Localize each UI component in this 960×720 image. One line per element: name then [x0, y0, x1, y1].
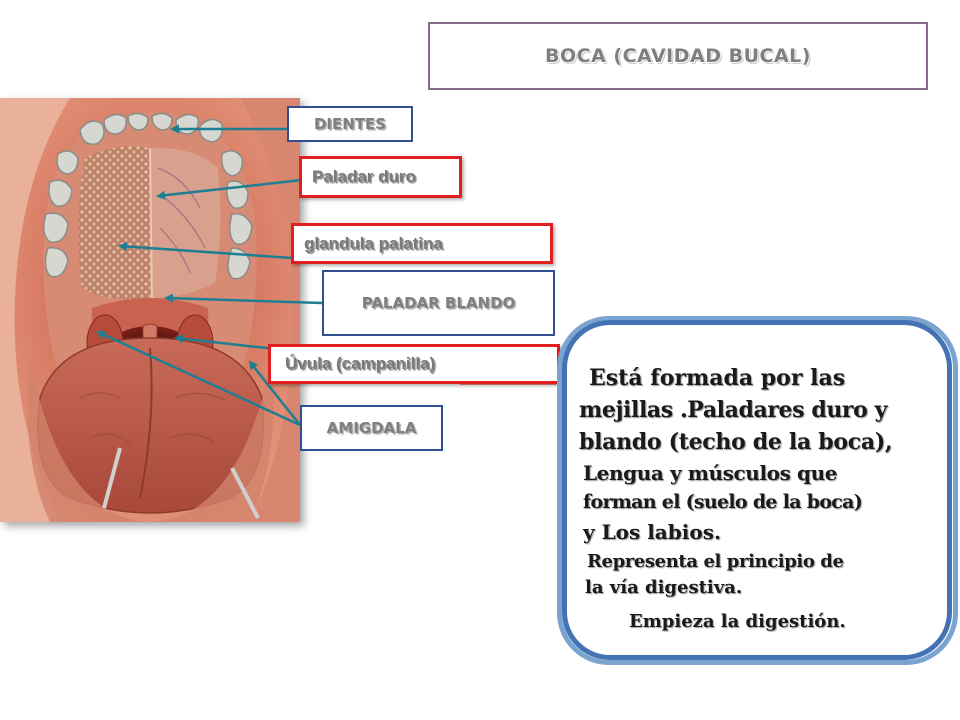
info-line: Empieza la digestión. — [629, 611, 846, 632]
label-amigdala: AMIGDALA — [300, 405, 443, 451]
info-line: forman el (suelo de la boca) — [583, 491, 863, 513]
info-box-shadow — [557, 316, 958, 665]
info-line: y Los labios. — [583, 520, 721, 544]
info-line: Lengua y músculos que — [583, 461, 838, 485]
arrow-uvula — [174, 334, 286, 352]
title-box: BOCA (CAVIDAD BUCAL) — [428, 22, 928, 90]
info-line: Representa el principio de — [587, 551, 844, 572]
arrow-amigdala-left — [96, 330, 301, 427]
arrow-paladar-duro — [156, 178, 303, 200]
info-line: blando (techo de la boca), — [579, 429, 893, 455]
label-uvula-text: Úvula (campanilla) — [285, 354, 436, 373]
info-line: mejillas .Paladares duro y — [579, 397, 888, 423]
label-paladar-duro-text: Paladar duro — [312, 167, 416, 186]
label-glandula-palatina: glandula palatina — [291, 223, 553, 264]
label-dientes: DIENTES — [287, 106, 413, 142]
label-uvula: Úvula (campanilla) — [268, 344, 560, 384]
label-glandula-palatina-text: glandula palatina — [304, 233, 443, 253]
arrow-glandula — [118, 241, 293, 260]
label-paladar-duro: Paladar duro — [299, 156, 462, 198]
mouth-anatomy-illustration — [0, 98, 300, 522]
label-dientes-text: DIENTES — [313, 115, 387, 133]
arrow-paladar-blando — [164, 293, 323, 305]
label-paladar-blando-text: PALADAR BLANDO — [361, 294, 516, 312]
slide-title: BOCA (CAVIDAD BUCAL) — [545, 45, 811, 67]
info-box: Está formada por las mejillas .Paladares… — [562, 320, 952, 660]
label-amigdala-text: AMIGDALA — [326, 419, 417, 437]
info-line: Está formada por las — [589, 365, 846, 391]
info-line: la vía digestiva. — [585, 577, 743, 598]
label-paladar-blando: PALADAR BLANDO — [322, 270, 555, 336]
arrow-amigdala-right — [248, 360, 301, 426]
